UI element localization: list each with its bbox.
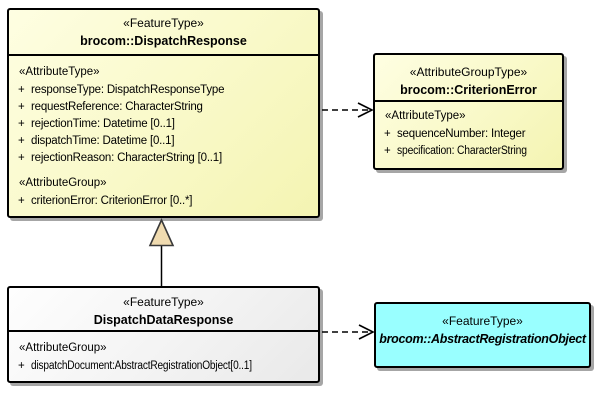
attribute-row: + criterionError: CriterionError [0..*] [9, 193, 318, 210]
attribute-row: + dispatchTime: Datetime [0..1] [9, 133, 318, 150]
open-arrowhead-icon [357, 102, 374, 118]
attribute-row: + sequenceNumber: Integer [375, 126, 562, 143]
stereotype-label: «FeatureType» [123, 295, 204, 309]
attribute-text: responseType: DispatchResponseType [31, 84, 225, 96]
visibility-marker: + [384, 145, 391, 157]
class-header: «AttributeGroupType» brocom::CriterionEr… [375, 55, 562, 102]
stereotype-label: «FeatureType» [123, 16, 204, 30]
class-header: «FeatureType» brocom::AbstractRegistrati… [376, 304, 589, 348]
visibility-marker: + [18, 195, 25, 207]
attribute-text: dispatchDocument:AbstractRegistrationObj… [31, 360, 252, 372]
open-arrowhead-icon [358, 324, 375, 340]
attribute-row: + specification: CharacterString [375, 143, 562, 160]
visibility-marker: + [18, 101, 25, 113]
generalization-triangle-icon [148, 218, 175, 247]
stereotype-label: «FeatureType» [442, 314, 523, 328]
class-header: «FeatureType» DispatchDataResponse [9, 288, 318, 332]
class-box-abstract-registration-object[interactable]: «FeatureType» brocom::AbstractRegistrati… [374, 302, 591, 368]
attribute-row: + rejectionTime: Datetime [0..1] [9, 116, 318, 133]
attribute-group-section-label: «AttributeGroup» [19, 177, 107, 189]
attributes-compartment: «AttributeType» + responseType: Dispatch… [9, 56, 318, 210]
attribute-text: requestReference: CharacterString [31, 101, 203, 113]
attribute-row: + responseType: DispatchResponseType [9, 82, 318, 99]
dependency-connector-abstract-registration-object[interactable] [322, 324, 375, 340]
class-header: «FeatureType» brocom::DispatchResponse [9, 10, 318, 56]
visibility-marker: + [18, 135, 25, 147]
visibility-marker: + [18, 360, 25, 372]
attribute-type-section-label: «AttributeType» [385, 110, 466, 122]
attribute-row: + dispatchDocument:AbstractRegistrationO… [9, 358, 318, 375]
visibility-marker: + [384, 128, 391, 140]
class-name: brocom::AbstractRegistrationObject [379, 332, 586, 346]
generalization-connector[interactable] [148, 218, 175, 286]
visibility-marker: + [18, 84, 25, 96]
attribute-text: sequenceNumber: Integer [397, 128, 526, 140]
attribute-row: + rejectionReason: CharacterString [0..1… [9, 150, 318, 167]
attribute-text: criterionError: CriterionError [0..*] [31, 195, 193, 207]
class-box-criterion-error[interactable]: «AttributeGroupType» brocom::CriterionEr… [373, 53, 564, 170]
dependency-connector-criterion-error[interactable] [322, 102, 374, 118]
visibility-marker: + [18, 152, 25, 164]
visibility-marker: + [18, 118, 25, 130]
class-name: DispatchDataResponse [93, 313, 234, 327]
attribute-group-section-label: «AttributeGroup» [19, 342, 107, 354]
class-box-dispatch-data-response[interactable]: «FeatureType» DispatchDataResponse «Attr… [7, 286, 320, 383]
attribute-text: dispatchTime: Datetime [0..1] [31, 135, 175, 147]
attribute-type-section-label: «AttributeType» [19, 66, 100, 78]
class-name: brocom::CriterionError [400, 83, 537, 97]
class-box-dispatch-response[interactable]: «FeatureType» brocom::DispatchResponse «… [7, 8, 320, 218]
attribute-row: + requestReference: CharacterString [9, 99, 318, 116]
attributes-compartment: «AttributeType» + sequenceNumber: Intege… [375, 102, 562, 160]
stereotype-label: «AttributeGroupType» [409, 65, 528, 79]
attributes-compartment: «AttributeGroup» + dispatchDocument:Abst… [9, 332, 318, 375]
class-name: brocom::DispatchResponse [80, 34, 247, 48]
attribute-text: rejectionReason: CharacterString [0..1] [31, 152, 222, 164]
attribute-text: rejectionTime: Datetime [0..1] [31, 118, 175, 130]
attribute-text: specification: CharacterString [397, 145, 527, 157]
